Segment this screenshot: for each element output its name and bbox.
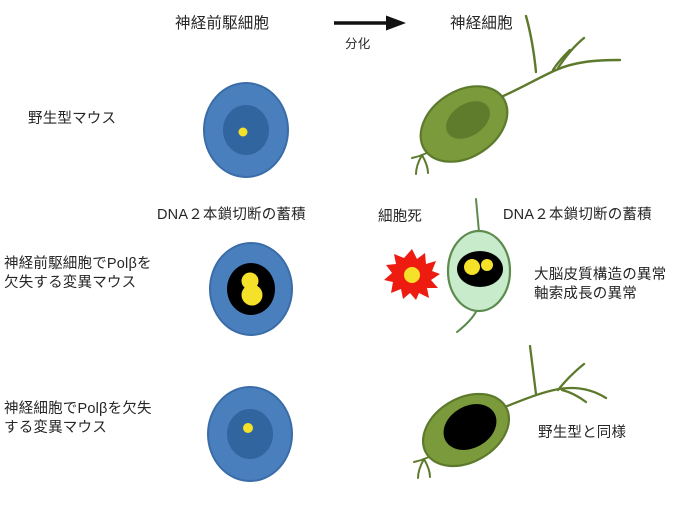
annotation-dsb-accumulation-left: DNA２本鎖切断の蓄積 <box>157 207 306 223</box>
row-label-neuron-knockout: 神経細胞でPolβを欠失 する変異マウス <box>4 401 152 436</box>
cell-death-indicator <box>384 248 440 300</box>
row-label-wild-type: 野生型マウス <box>28 111 117 127</box>
annotation-phenotype-defects: 大脳皮質構造の異常 軸索成長の異常 <box>534 267 667 302</box>
differentiation-arrow <box>332 14 410 36</box>
cell-death-burst-icon <box>384 249 440 300</box>
arrow-label-differentiation: 分化 <box>345 37 371 51</box>
annotation-dsb-accumulation-right: DNA２本鎖切断の蓄積 <box>503 207 652 223</box>
header-neuron-label: 神経細胞 <box>450 15 513 32</box>
right-arrow-icon <box>334 15 406 31</box>
neural-progenitor-cell-icon <box>203 82 289 178</box>
progenitor-cell-neuron-ko <box>200 382 300 486</box>
neural-progenitor-cell-icon <box>207 386 293 482</box>
neural-progenitor-cell-icon <box>209 242 293 336</box>
neuron-cell-damaged <box>437 198 521 340</box>
progenitor-cell-damaged <box>201 238 301 340</box>
progenitor-cell-wild-type <box>196 78 296 182</box>
neuron-cell-wild-type <box>398 12 648 184</box>
damaged-neuron-cell-icon <box>446 198 512 333</box>
annotation-cell-death-label: 細胞死 <box>378 209 423 225</box>
neuron-cell-icon <box>411 14 622 175</box>
annotation-same-as-wild-type: 野生型と同様 <box>538 425 627 441</box>
neuron-cell-neuron-ko <box>400 344 640 494</box>
header-progenitor-label: 神経前駆細胞 <box>175 15 270 32</box>
neuron-cell-icon <box>413 344 608 479</box>
row-label-progenitor-knockout: 神経前駆細胞でPolβを 欠失する変異マウス <box>4 256 152 291</box>
